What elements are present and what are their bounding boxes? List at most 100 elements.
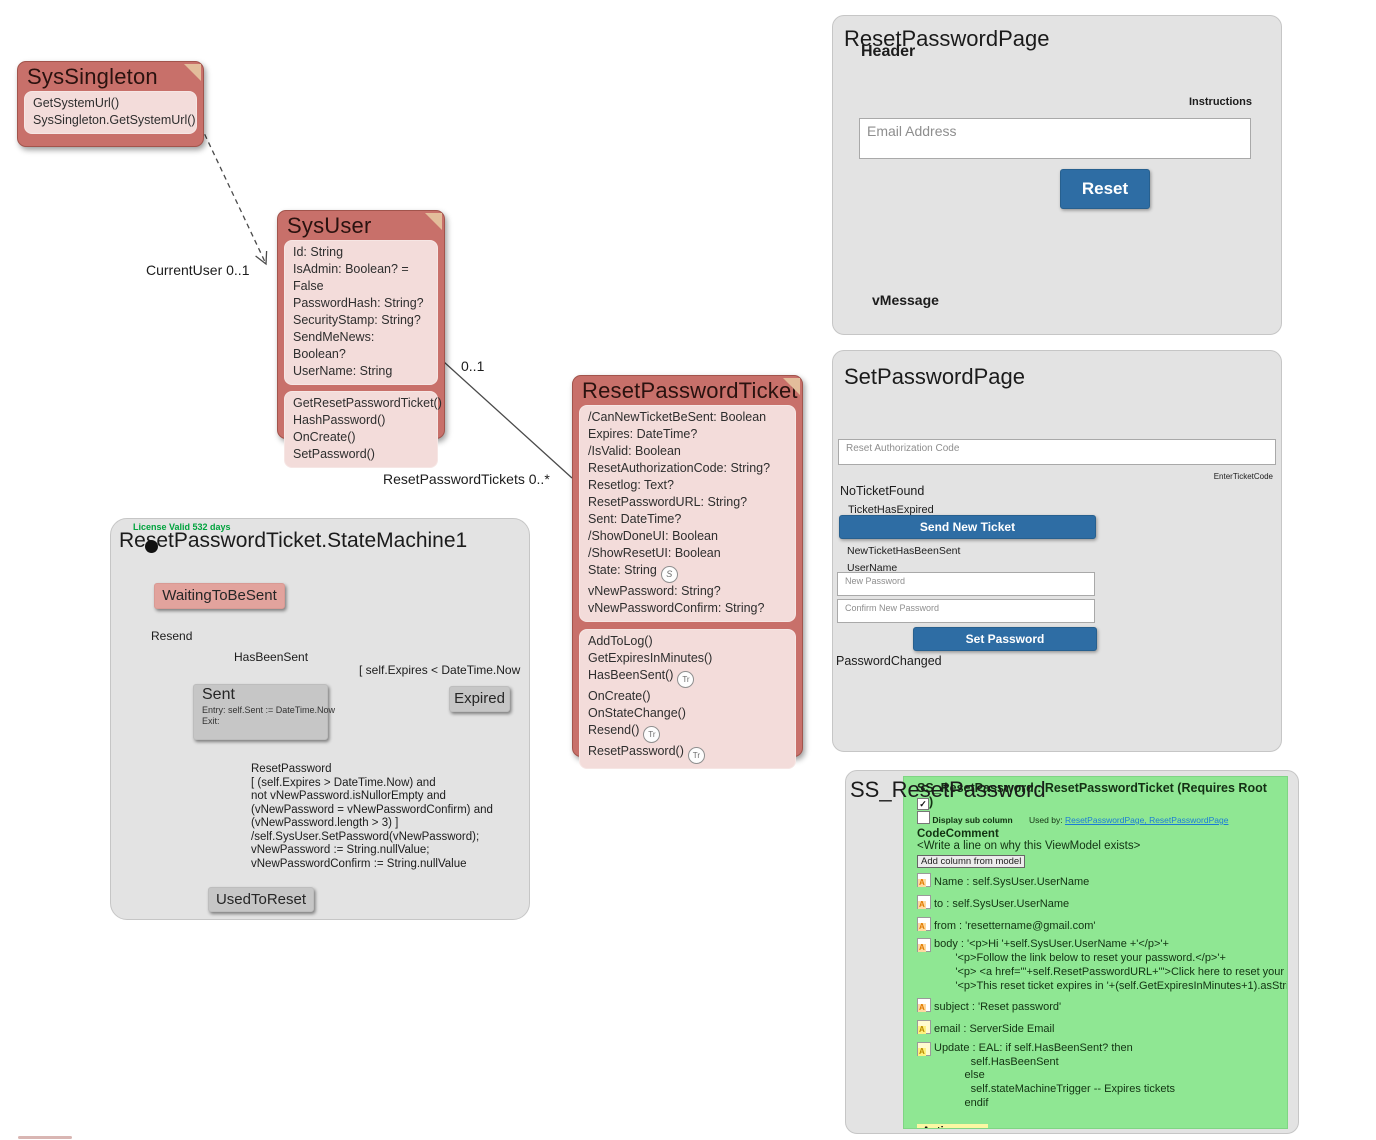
clipped-element <box>18 1136 72 1139</box>
reset-button[interactable]: Reset <box>1060 169 1150 209</box>
newtickethasbeensent-label: NewTicketHasBeenSent <box>847 545 961 557</box>
codecomment-placeholder[interactable]: <Write a line on why this ViewModel exis… <box>917 840 1141 852</box>
attribute: /IsValid: Boolean <box>588 444 681 458</box>
viewmodel-sheet[interactable]: SS_ResetPassword : ResetPasswordTicket (… <box>903 776 1288 1129</box>
set-password-button[interactable]: Set Password <box>913 627 1097 651</box>
state-usedtoreset[interactable]: UsedToReset <box>208 887 314 912</box>
transition-text-resetpassword: ResetPassword [ (self.Expires > DateTime… <box>251 763 493 870</box>
instructions-label: Instructions <box>1189 96 1252 108</box>
method: SetPassword() <box>293 447 375 461</box>
license-status: License Valid 532 days <box>133 522 231 532</box>
trigger-marker-icon: Tr <box>677 671 695 688</box>
attribute: vNewPassword: String? <box>588 584 721 598</box>
class-resetpasswordticket[interactable]: ResetPasswordTicket /CanNewTicketBeSent:… <box>572 375 803 769</box>
attribute: /CanNewTicketBeSent: Boolean <box>588 410 767 424</box>
chevron-down-icon[interactable]: ⌄ <box>968 1127 984 1128</box>
attribute: Resetlog: Text? <box>588 478 674 492</box>
column-icon: A <box>917 894 931 909</box>
transition-label-resend: Resend <box>151 629 193 643</box>
method: HasBeenSent()Tr <box>588 667 787 688</box>
class-title: ResetPasswordTicket <box>582 378 798 403</box>
trigger-marker-icon: Tr <box>687 747 705 764</box>
column-icon: A <box>917 938 931 953</box>
new-password-input[interactable]: New Password <box>837 572 1095 596</box>
vmessage-label: vMessage <box>872 292 939 308</box>
viewmodel-title: SS_ResetPassword <box>850 777 1046 802</box>
page-title: SetPasswordPage <box>844 364 1025 389</box>
statemachine-title: ResetPasswordTicket.StateMachine1 <box>119 529 468 552</box>
state-entry-exit: Entry: self.Sent := DateTime.Now Exit: <box>202 705 335 726</box>
attribute: IsAdmin: Boolean? = False <box>293 262 409 293</box>
viewmodel-meta-row: Display sub column Used by: ResetPasswor… <box>917 811 1277 825</box>
state-expired[interactable]: Expired <box>449 686 510 712</box>
header-label: Header <box>861 43 916 60</box>
arrowhead <box>255 250 268 266</box>
method: SysSingleton.GetSystemUrl() <box>33 113 196 127</box>
method: OnStateChange() <box>588 706 686 720</box>
class-title: SysUser <box>287 213 372 238</box>
transition-guard-expired: [ self.Expires < DateTime.Now <box>359 663 521 677</box>
fold-corner-icon <box>783 378 800 395</box>
method: AddToLog() <box>588 634 653 648</box>
resetpasswordpage-panel[interactable]: ResetPasswordPage Header Instructions Em… <box>832 15 1282 335</box>
used-by-label: Used by: <box>1029 815 1063 825</box>
attribute: Sent: DateTime? <box>588 512 682 526</box>
method: Resend()Tr <box>588 722 787 743</box>
requires-root-checkbox[interactable]: ✓ <box>917 798 929 810</box>
enterticketcode-label: EnterTicketCode <box>1213 472 1273 481</box>
codecomment-label: CodeComment <box>917 828 999 840</box>
attribute: Id: String <box>293 245 344 259</box>
method: GetSystemUrl() <box>33 96 120 110</box>
display-sub-column-label: Display sub column <box>932 815 1013 825</box>
dependency-line-syssingleton-sysuser <box>196 117 267 265</box>
column-icon: A <box>917 1020 931 1034</box>
username-label: UserName <box>847 562 898 574</box>
actions-section-tag[interactable]: Actions⌄ <box>917 1123 989 1128</box>
trigger-marker-icon: Tr <box>643 726 661 743</box>
class-syssingleton[interactable]: SysSingleton GetSystemUrl() SysSingleton… <box>17 61 204 147</box>
passwordchanged-label: PasswordChanged <box>836 654 942 668</box>
used-by-links[interactable]: ResetPasswordPage, ResetPasswordPage <box>1064 815 1229 825</box>
attribute: Expires: DateTime? <box>588 427 698 441</box>
method: OnCreate() <box>293 430 356 444</box>
transition-label-hasbeensent: HasBeenSent <box>234 650 309 664</box>
attribute: vNewPasswordConfirm: String? <box>588 601 765 615</box>
attribute: /ShowDoneUI: Boolean <box>588 529 718 543</box>
attribute: ResetPasswordURL: String? <box>588 495 748 509</box>
column-icon: A <box>917 916 931 931</box>
state-waitingtobesent[interactable]: WaitingToBeSent <box>154 583 285 609</box>
email-input[interactable]: Email Address <box>859 118 1251 159</box>
fold-corner-icon <box>184 64 201 81</box>
statemachine-panel[interactable]: License Valid 532 days ResetPasswordTick… <box>110 518 530 920</box>
attribute: SendMeNews: Boolean? <box>293 330 375 361</box>
viewmodel-header: SS_ResetPassword : ResetPasswordTicket (… <box>917 781 1267 810</box>
reset-authorization-code-input[interactable]: Reset Authorization Code <box>838 439 1276 465</box>
class-sysuser[interactable]: SysUser Id: String IsAdmin: Boolean? = F… <box>277 210 445 468</box>
confirm-new-password-input[interactable]: Confirm New Password <box>837 599 1095 623</box>
initial-state-dot[interactable] <box>145 540 158 553</box>
display-sub-column-checkbox[interactable] <box>917 811 930 824</box>
attribute: SecurityStamp: String? <box>293 313 421 327</box>
column-icon: A <box>917 998 931 1013</box>
add-column-from-model-button[interactable]: Add column from model <box>917 855 1026 868</box>
send-new-ticket-button[interactable]: Send New Ticket <box>839 515 1096 539</box>
ss-resetpassword-panel[interactable]: SS_ResetPassword SS_ResetPassword : Rese… <box>845 770 1299 1134</box>
association-label-tickets: ResetPasswordTickets 0..* <box>383 471 550 487</box>
setpasswordpage-panel[interactable]: SetPasswordPage Reset Authorization Code… <box>832 350 1282 752</box>
noticketfound-label: NoTicketFound <box>840 484 925 498</box>
state-sent[interactable]: Sent Entry: self.Sent := DateTime.Now Ex… <box>193 684 335 740</box>
attribute: /ShowResetUI: Boolean <box>588 546 721 560</box>
column-icon: A <box>917 1041 931 1056</box>
attribute: ResetAuthorizationCode: String? <box>588 461 771 475</box>
tickethasexpired-label: TicketHasExpired <box>848 504 934 516</box>
method: GetExpiresInMinutes() <box>588 651 713 665</box>
method: ResetPassword()Tr <box>588 743 787 764</box>
